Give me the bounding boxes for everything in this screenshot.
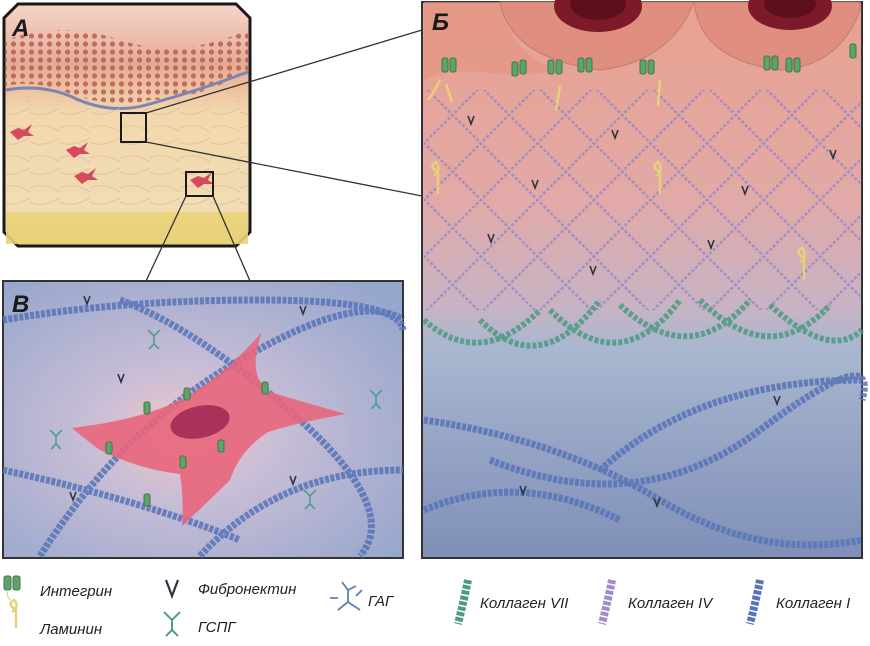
- legend-collagen-iv: Коллаген IV: [602, 580, 714, 624]
- collagen-i-icon: [750, 580, 760, 624]
- collagen-vii-icon: [458, 580, 468, 624]
- legend-collagen-i: Коллаген I: [750, 580, 850, 624]
- legend-label-hspg: ГСПГ: [198, 619, 237, 636]
- hspg-icon: [164, 612, 180, 636]
- fibronectin-icon: [166, 580, 178, 596]
- panel-a: А: [4, 4, 250, 246]
- collagen-iv-icon: [602, 580, 612, 624]
- collagen-iv-mesh: [424, 90, 860, 310]
- legend-label-laminin: Ламинин: [39, 621, 102, 638]
- panel-a-letter: А: [11, 15, 29, 42]
- laminin-icon: [10, 600, 16, 628]
- legend-label-fibronectin: Фибронектин: [198, 581, 296, 598]
- panel-b: Б: [422, 0, 864, 558]
- legend-label-collagen-i: Коллаген I: [776, 595, 850, 612]
- legend-integrin: Интегрин: [4, 576, 112, 600]
- legend-label-gag: ГАГ: [368, 593, 395, 610]
- legend-gag: ГАГ: [330, 582, 395, 610]
- legend-collagen-vii: Коллаген VII: [458, 580, 568, 624]
- legend-label-collagen-vii: Коллаген VII: [480, 595, 568, 612]
- gag-icon: [330, 582, 362, 610]
- legend-laminin: Ламинин: [10, 600, 102, 638]
- legend-hspg: ГСПГ: [164, 612, 237, 636]
- panel-c: В: [3, 281, 403, 558]
- legend: Интегрин Ламинин Фибронектин ГСПГ ГАГ Ко…: [4, 576, 850, 638]
- panel-c-letter: В: [12, 291, 29, 318]
- integrin-icon: [4, 576, 20, 600]
- legend-label-integrin: Интегрин: [40, 583, 112, 600]
- legend-label-collagen-iv: Коллаген IV: [628, 595, 714, 612]
- hypodermis-band: [6, 212, 248, 244]
- legend-fibronectin: Фибронектин: [166, 580, 296, 598]
- panel-b-letter: Б: [432, 9, 449, 36]
